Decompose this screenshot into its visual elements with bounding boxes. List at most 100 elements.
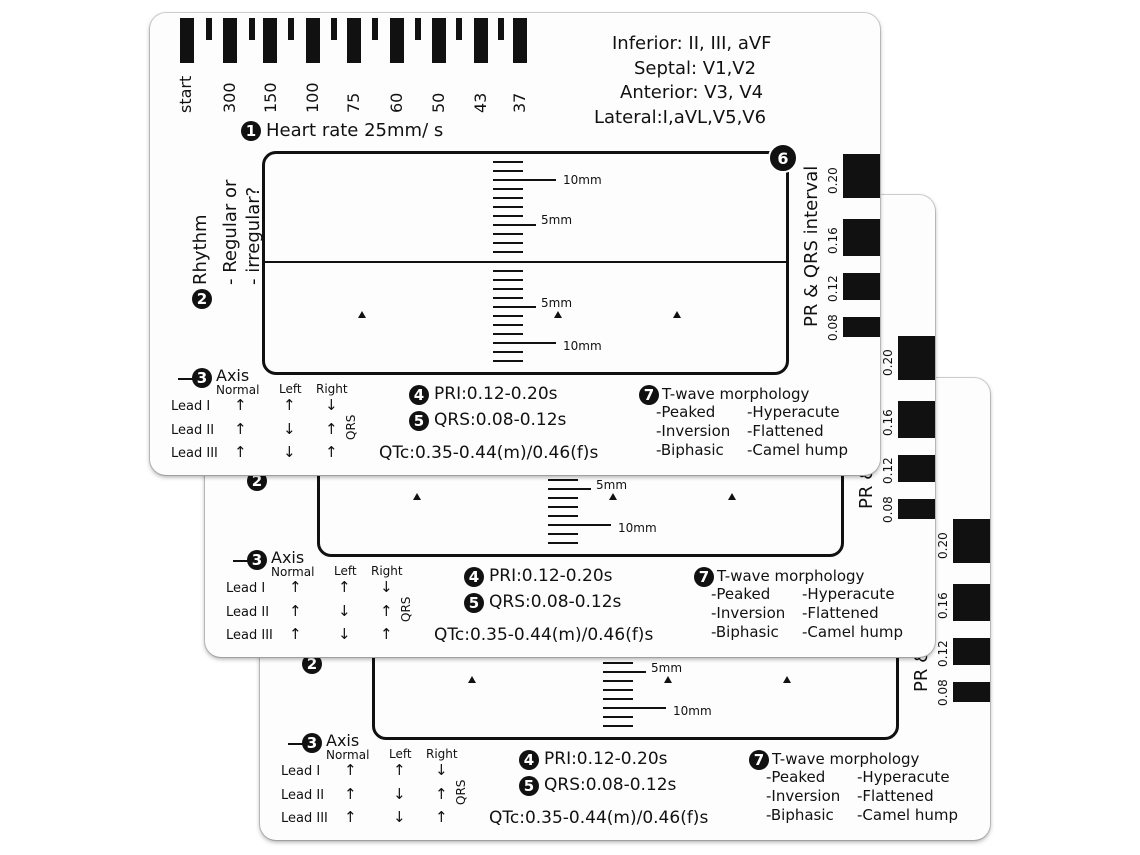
pri-range: PRI:0.12-0.20s [489,566,613,586]
marker-4: 4 [409,385,429,405]
qrs-range: QRS:0.08-0.12s [544,775,677,795]
marker-3: 3 [302,733,322,753]
rate-label-300: 300 [220,82,239,113]
rhythm-title: Rhythm [190,214,211,285]
rate-label-start: start [176,75,195,113]
axis-pointer-line [233,560,251,562]
marker-2: 2 [192,289,212,309]
pr-value-008: 0.08 [936,679,950,706]
axis-row-2-left: ↓ [283,420,296,438]
marker-triangle-right [783,676,791,683]
pr-block-008 [898,499,935,519]
marker-triangle-middle [609,493,617,500]
pr-block-012 [953,638,990,665]
axis-row-3-left: ↓ [283,443,296,461]
axis-row-3-right: ↑ [435,808,448,826]
pr-value-016: 0.16 [826,227,840,254]
marker-triangle-right [673,311,681,318]
pr-value-016: 0.16 [881,409,895,436]
label-bottom-10mm: 10mm [618,521,657,535]
marker-4: 4 [464,567,484,587]
pr-block-020 [898,336,935,380]
qtc-range: QTc:0.35-0.44(m)/0.46(f)s [489,808,709,828]
axis-row-3-left: ↓ [338,625,351,643]
pri-range: PRI:0.12-0.20s [434,384,558,404]
axis-header-normal: Normal [271,565,315,579]
marker-triangle-right [728,493,736,500]
label-bottom-10mm: 10mm [563,339,602,353]
pr-value-020: 0.20 [936,532,950,559]
axis-title: Axis [271,548,305,567]
marker-7: 7 [694,567,714,587]
twave-item-camel-hump: -Camel hump [802,623,904,641]
marker-4: 4 [519,750,539,770]
rhythm-line-2: - irregular? [243,186,264,285]
axis-row-1-lead: Lead I [226,581,266,596]
axis-row-1-lead: Lead I [171,399,211,414]
twave-item-peaked: -Peaked [766,768,826,786]
heart-rate-label: Heart rate 25mm/ s [266,120,444,141]
axis-header-left: Left [279,382,302,396]
pr-value-012: 0.12 [826,275,840,302]
rate-label-75: 75 [344,92,363,113]
marker-triangle-left [468,676,476,683]
twave-item-biphasic: -Biphasic [711,623,779,641]
pointer-bottom-5mm [523,306,536,308]
axis-row-3-normal: ↑ [234,443,247,461]
label-top-10mm: 10mm [563,173,602,187]
twave-item-peaked: -Peaked [711,585,771,603]
pr-block-020 [843,154,880,198]
axis-header-normal: Normal [216,383,260,397]
marker-triangle-left [413,493,421,500]
axis-row-1-right: ↓ [380,578,393,596]
pointer-bottom-10mm [633,707,666,709]
marker-5: 5 [464,593,484,613]
lead-group-septal: Septal: V1,V2 [634,58,757,79]
marker-5: 5 [409,411,429,431]
axis-header-left: Left [334,564,357,578]
marker-2: 2 [247,471,267,491]
pr-value-008: 0.08 [826,314,840,341]
twave-item-hyperacute: -Hyperacute [747,403,840,421]
twave-item-camel-hump: -Camel hump [857,806,959,824]
marker-triangle-middle [554,311,562,318]
axis-row-2-lead: Lead II [171,423,215,438]
axis-qrs-label: QRS [454,779,468,805]
pr-qrs-title: PR & QRS interval [801,165,822,327]
marker-1: 1 [241,121,261,141]
pr-value-008: 0.08 [881,496,895,523]
axis-row-2-normal: ↑ [344,785,357,803]
twave-title: T-wave morphology [662,385,810,403]
marker-3: 3 [192,368,212,388]
marker-3: 3 [247,550,267,570]
twave-item-camel-hump: -Camel hump [747,441,849,459]
rhythm-line-1: - Regular or [220,179,241,285]
axis-row-2-normal: ↑ [289,602,302,620]
axis-row-3-left: ↓ [393,808,406,826]
axis-header-right: Right [316,382,348,396]
axis-row-3-lead: Lead III [226,628,273,643]
pr-block-016 [843,219,880,256]
axis-row-1-left: ↑ [338,578,351,596]
axis-row-1-left: ↑ [393,761,406,779]
twave-item-inversion: -Inversion [656,422,731,440]
pr-block-008 [953,682,990,702]
pri-range: PRI:0.12-0.20s [544,749,668,769]
axis-pointer-line [288,743,306,745]
qrs-range: QRS:0.08-0.12s [489,592,622,612]
axis-header-left: Left [389,747,412,761]
label-top-5mm: 5mm [541,213,573,227]
rate-label-50: 50 [429,92,448,113]
twave-item-flattened: -Flattened [857,787,934,805]
axis-row-2-normal: ↑ [234,420,247,438]
pr-block-012 [843,273,880,300]
pr-value-012: 0.12 [881,457,895,484]
axis-row-2-right: ↑ [380,602,393,620]
marker-7: 7 [749,750,769,770]
twave-item-hyperacute: -Hyperacute [857,768,950,786]
marker-triangle-left [358,311,366,318]
pr-block-020 [953,519,990,563]
axis-row-3-lead: Lead III [171,446,218,461]
pr-value-020: 0.20 [881,349,895,376]
marker-5: 5 [519,776,539,796]
